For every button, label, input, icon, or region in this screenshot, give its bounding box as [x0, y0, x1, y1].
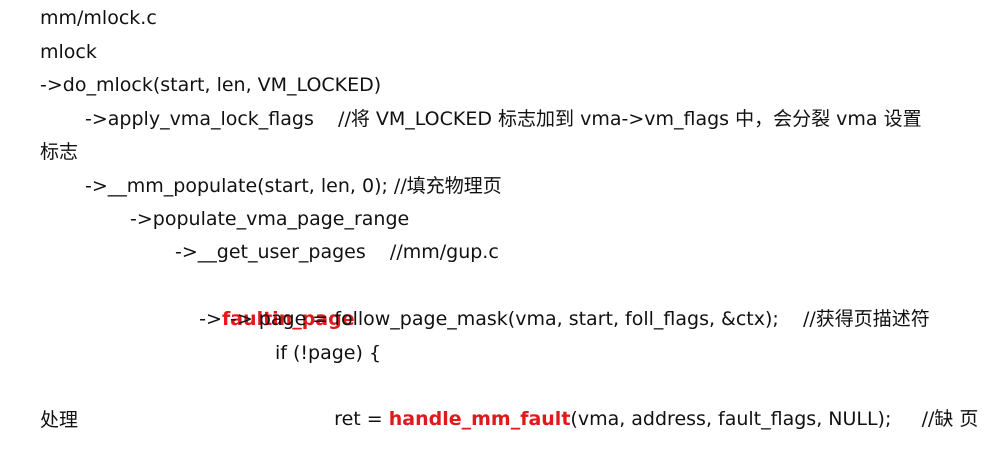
code-line-mlock: mlock [40, 41, 97, 63]
file-path-line: mm/mlock.c [40, 7, 157, 29]
arrow-prefix: -> [199, 308, 222, 330]
code-line-handle-mm-fault: ret = handle_mm_fault(vma, address, faul… [310, 370, 978, 430]
code-line-wrap-handling: 处理 [40, 409, 79, 431]
highlighted-function-handle-mm-fault: handle_mm_fault [388, 408, 571, 430]
code-line-do-mlock: ->do_mlock(start, len, VM_LOCKED) [40, 74, 382, 96]
code-line-get-user-pages: ->__get_user_pages //mm/gup.c [175, 241, 499, 263]
highlighted-function-faultin-page: faultin_page [221, 308, 355, 330]
code-line-faultin-page: ->faultin_page [175, 270, 354, 330]
code-line-follow-page-mask: -> page = follow_page_mask(vma, start, f… [230, 308, 930, 330]
code-line-if-not-page: if (!page) { [275, 342, 382, 364]
code-line-populate-vma-page-range: ->populate_vma_page_range [130, 208, 410, 230]
code-line-mm-populate: ->__mm_populate(start, len, 0); //填充物理页 [85, 175, 502, 197]
code-line-wrap-flags: 标志 [40, 141, 79, 163]
call-arguments: (vma, address, fault_flags, NULL); //缺 页 [570, 408, 979, 430]
code-line-apply-vma-lock-flags: ->apply_vma_lock_flags //将 VM_LOCKED 标志加… [85, 108, 922, 130]
assignment-prefix: ret = [334, 408, 389, 430]
